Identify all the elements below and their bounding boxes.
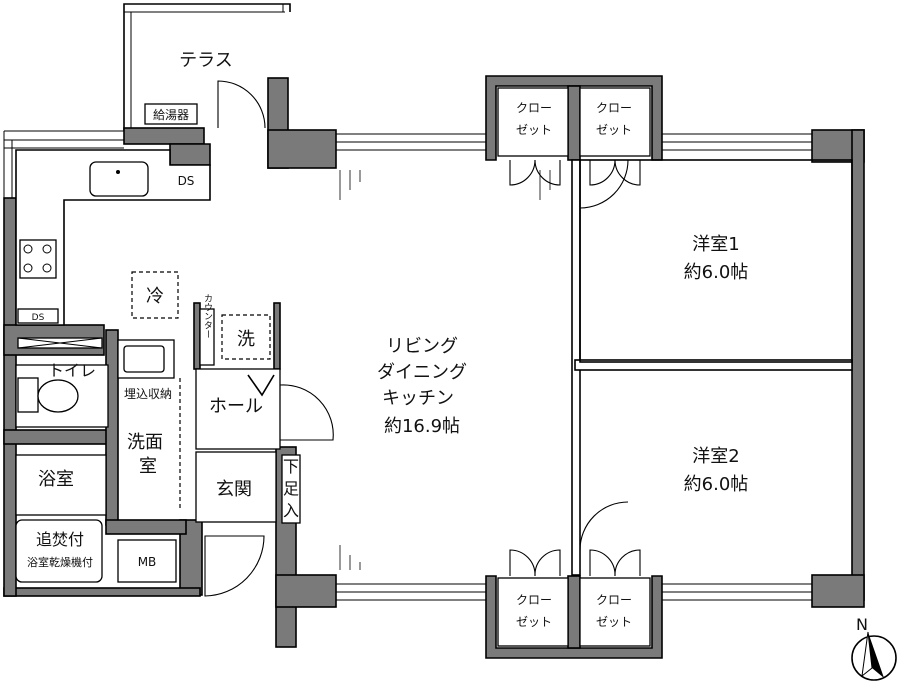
meter-box: MB (117, 539, 177, 583)
shoe-label-3: 入 (283, 501, 299, 520)
ds-left-label: DS (32, 313, 45, 323)
washroom-label-2: 室 (139, 456, 157, 477)
hall: ホール (195, 368, 334, 450)
bedroom1-door (579, 159, 629, 209)
closet-top-right: クロー ゼット (579, 87, 651, 186)
ldk-line-3: キッチン (382, 388, 454, 409)
built-in-storage-label: 埋込収納 (124, 387, 172, 401)
water-heater-label: 給湯器 (153, 108, 189, 122)
mb-label: MB (138, 555, 157, 569)
fridge-label: 冷 (146, 286, 164, 307)
bedroom2-name: 洋室2 (692, 446, 739, 467)
bedroom2-door (579, 501, 629, 551)
terrace-door (217, 80, 266, 129)
closet-label-7: クロー (596, 593, 632, 607)
hall-label: ホール (209, 396, 263, 417)
terrace-label: テラス (179, 50, 233, 71)
closet-top-left: クロー ゼット (497, 87, 569, 186)
entrance-label: 玄関 (216, 479, 252, 500)
terrace: テラス 給湯器 (123, 3, 291, 131)
closet-label-1: クロー (516, 101, 552, 115)
bath-feature-1: 追焚付 (36, 530, 84, 549)
ldk-line-2: ダイニング (377, 362, 467, 383)
laundry: カウンター 洗 (193, 293, 281, 370)
bathroom: 浴室 追焚付 浴室乾燥機付 (15, 454, 107, 583)
closet-label-6: ゼット (516, 615, 552, 629)
north-arrow: N (851, 615, 897, 681)
bedroom2-size: 約6.0帖 (684, 474, 749, 495)
ldk: リビング ダイニング キッチン 約16.9帖 (339, 170, 561, 570)
shoe-label-2: 足 (283, 479, 299, 498)
entrance-door (204, 535, 265, 597)
washroom-label-1: 洗面 (127, 432, 163, 453)
closet-label-5: クロー (516, 593, 552, 607)
ldk-line-1: リビング (386, 336, 458, 357)
bedroom1-size: 約6.0帖 (684, 262, 749, 283)
toilet-room: トイレ 埋込収納 (15, 339, 181, 510)
shoe-label-1: 下 (283, 457, 299, 476)
bathroom-label: 浴室 (38, 469, 74, 490)
washer-space (221, 314, 271, 360)
ldk-size: 約16.9帖 (384, 416, 460, 437)
closet-label-3: クロー (596, 101, 632, 115)
entrance: 玄関 下 足 入 (195, 451, 301, 597)
bedroom-1: 洋室1 約6.0帖 (579, 159, 853, 363)
washer-label: 洗 (237, 329, 255, 350)
kitchen-sink (89, 161, 149, 197)
bath-feature-2: 浴室乾燥機付 (27, 555, 93, 569)
windows (3, 130, 812, 601)
north-label: N (856, 615, 868, 634)
ds-top-label: DS (178, 174, 195, 188)
water-heater (144, 103, 198, 125)
counter-label: カウンター (202, 293, 213, 338)
closet-bottom-right: クロー ゼット (579, 549, 651, 647)
closet-label-8: ゼット (596, 615, 632, 629)
kitchen: DS 冷 DS (15, 149, 211, 349)
washroom: 洗面 室 (71, 432, 163, 499)
fridge-space (131, 271, 179, 319)
closet-label-4: ゼット (596, 123, 632, 137)
closet-bottom-left: クロー ゼット (497, 549, 569, 647)
bedroom1-name: 洋室1 (692, 234, 739, 255)
toilet-label: トイレ (48, 361, 96, 380)
closet-label-2: ゼット (516, 123, 552, 137)
bedroom-2: 洋室2 約6.0帖 (579, 446, 749, 551)
